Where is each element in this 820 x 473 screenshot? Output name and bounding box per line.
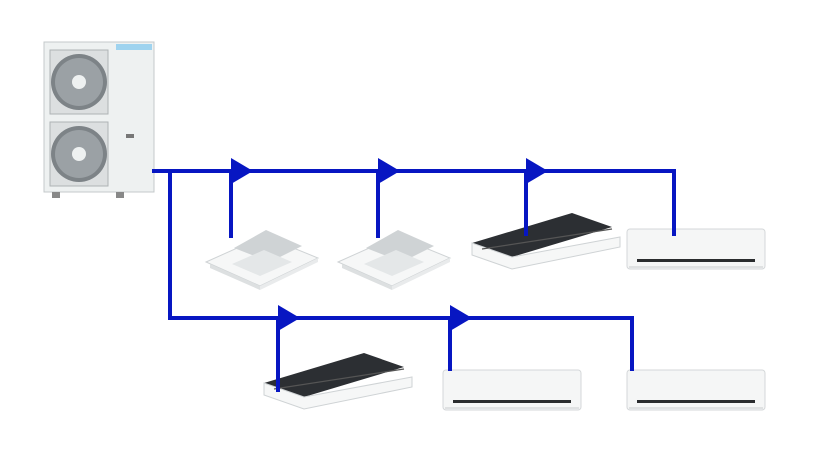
branch-joint-arrow-icon: [278, 305, 300, 331]
branch-joint-arrow-icon: [378, 158, 400, 184]
wall-split-unit-icon: [442, 369, 582, 411]
branch-joint-arrow-icon: [231, 158, 253, 184]
branch-joint-arrow-icon: [526, 158, 548, 184]
ceiling-cassette-icon: [337, 229, 451, 291]
outdoor-condenser-icon: [43, 41, 155, 199]
wall-split-unit-icon: [626, 228, 766, 270]
refrigerant-piping: [152, 158, 676, 392]
one-way-cassette-icon: [471, 212, 621, 270]
wall-split-unit-icon: [626, 369, 766, 411]
main-pipe-lower: [168, 171, 634, 371]
main-pipe-upper: [152, 169, 676, 236]
one-way-cassette-icon: [263, 352, 413, 410]
ceiling-cassette-icon: [205, 229, 319, 291]
branch-joint-arrow-icon: [450, 305, 472, 331]
